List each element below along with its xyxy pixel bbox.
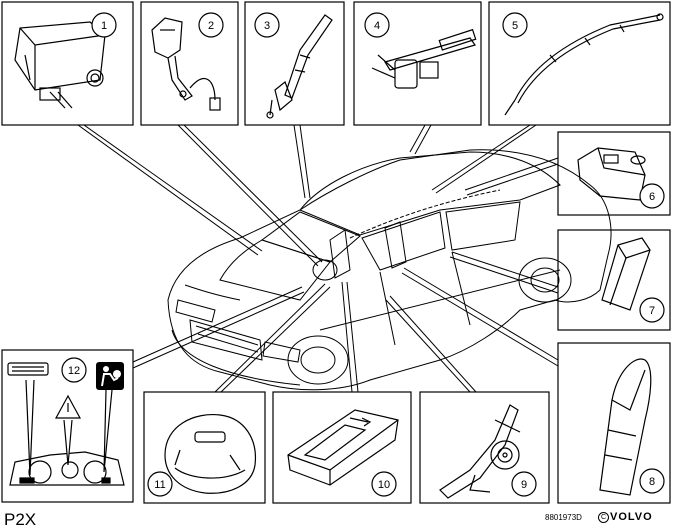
leader-lines bbox=[77, 124, 559, 393]
copyright-icon: C bbox=[598, 512, 609, 523]
number-circle-5 bbox=[502, 12, 528, 38]
number-labels: 1 2 3 4 5 6 7 8 9 10 11 12 bbox=[68, 20, 655, 491]
label-11: 11 bbox=[154, 479, 165, 491]
label-5: 5 bbox=[512, 20, 518, 32]
number-circle-10 bbox=[371, 471, 397, 497]
airbag-warning-icon bbox=[96, 362, 124, 390]
number-circle-11 bbox=[147, 471, 173, 497]
drawing-code: 8801973D bbox=[545, 513, 582, 522]
label-4: 4 bbox=[374, 20, 380, 32]
number-circle-12 bbox=[61, 357, 87, 383]
label-12: 12 bbox=[68, 365, 80, 377]
component-box-7 bbox=[557, 229, 671, 331]
number-circle-3 bbox=[254, 12, 280, 38]
number-circle-6 bbox=[639, 183, 665, 209]
component-box-4 bbox=[353, 1, 482, 126]
label-3: 3 bbox=[264, 20, 270, 32]
component-box-8 bbox=[557, 342, 671, 504]
label-6: 6 bbox=[649, 191, 655, 203]
component-box-10 bbox=[272, 391, 412, 504]
component-box-9 bbox=[419, 391, 550, 504]
number-circle-8 bbox=[639, 468, 665, 494]
component-box-6 bbox=[557, 131, 671, 216]
component-box-5 bbox=[488, 1, 671, 126]
car-illustration bbox=[167, 149, 612, 391]
number-circle-9 bbox=[511, 471, 537, 497]
component-box-11 bbox=[143, 391, 266, 504]
number-circle-4 bbox=[364, 12, 390, 38]
label-7: 7 bbox=[649, 305, 655, 317]
component-box-12 bbox=[1, 349, 134, 503]
number-circle-2 bbox=[198, 12, 224, 38]
label-10: 10 bbox=[378, 479, 390, 491]
number-circle-1 bbox=[91, 12, 117, 38]
number-circle-7 bbox=[639, 297, 665, 323]
label-8: 8 bbox=[649, 476, 655, 488]
label-9: 9 bbox=[521, 479, 527, 491]
number-circles bbox=[61, 12, 665, 497]
model-label: P2X bbox=[4, 510, 37, 529]
component-box-2 bbox=[140, 1, 239, 126]
brand-logo: VOLVO bbox=[610, 511, 653, 523]
label-1: 1 bbox=[101, 20, 107, 32]
label-2: 2 bbox=[208, 20, 214, 32]
